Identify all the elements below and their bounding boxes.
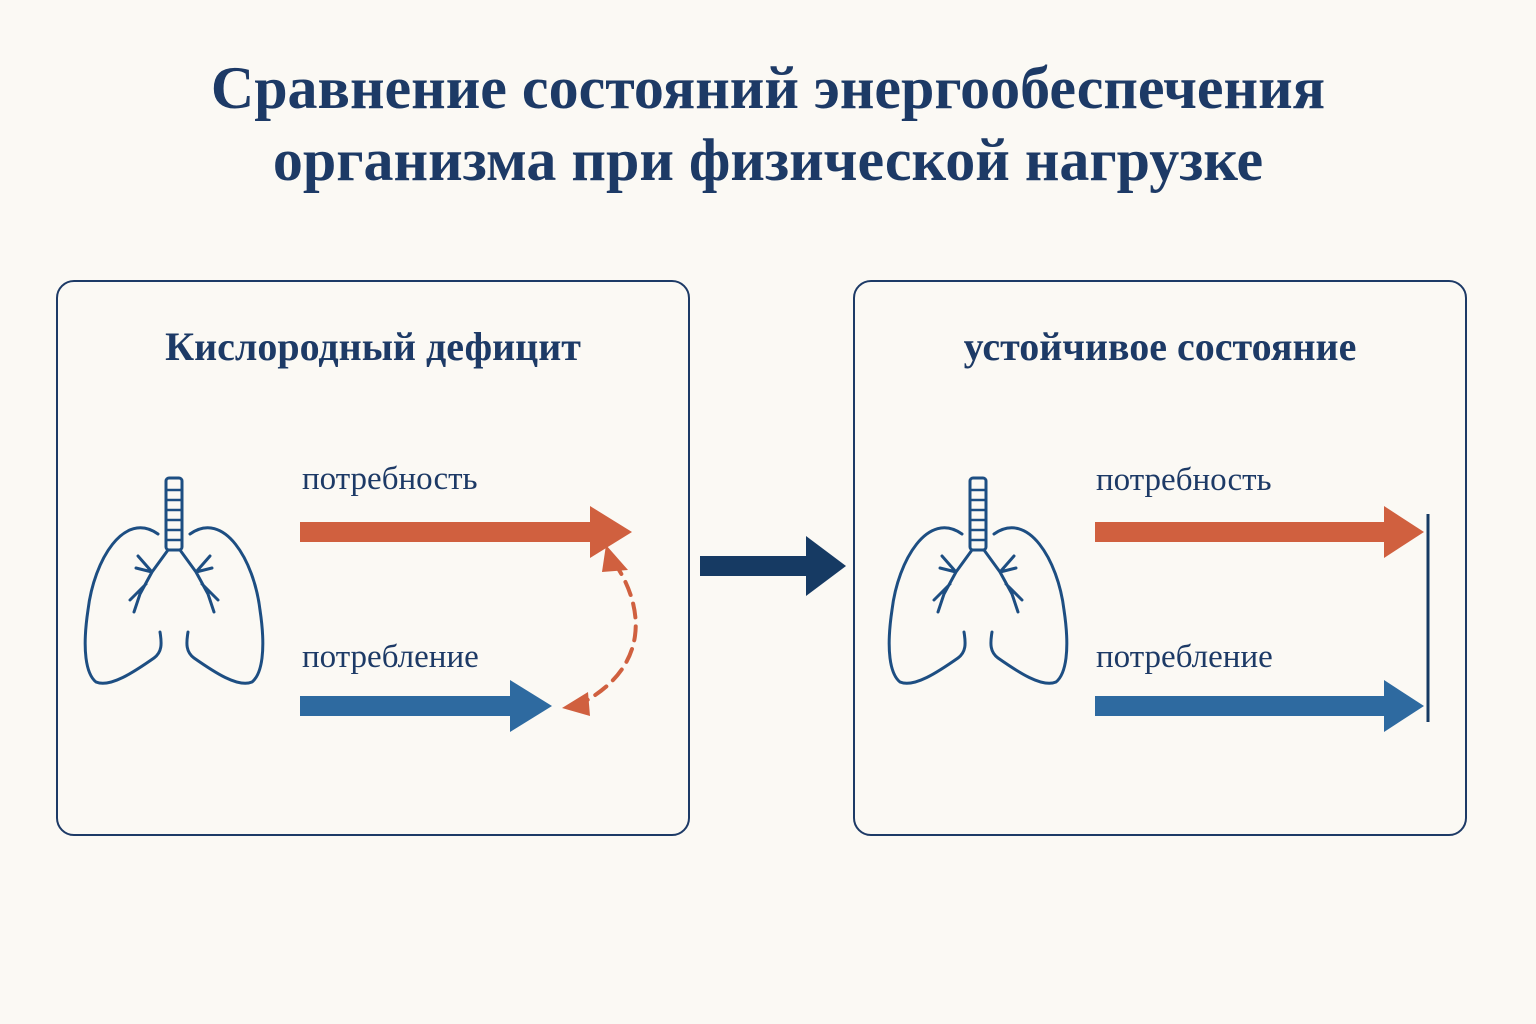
page-title-line-1: Сравнение состояний энергообеспечения [210,55,1326,121]
consumption-arrow-left [300,680,552,732]
demand-label-right: потребность [1096,462,1272,498]
arrow-right-icon [700,536,846,596]
panel-title-steady-state: устойчивое состояние [963,324,1357,369]
consumption-label-left: потребление [302,639,479,675]
panel-oxygen-deficit: Кислородный дефицит потребность потребле… [56,280,690,836]
consumption-label-right: потребление [1096,639,1273,675]
panel-title-oxygen-deficit: Кислородный дефицит [165,324,581,369]
lungs-icon [83,476,265,685]
page-title: Сравнение состояний энергообеспечения ор… [0,52,1536,196]
page-title-line-2: организма при физической нагрузке [272,127,1264,193]
lungs-icon [887,476,1069,685]
demand-label-left: потребность [302,461,478,497]
deficit-dashed-arrow [562,545,638,716]
consumption-arrow-right [1095,680,1424,732]
panel-steady-state: устойчивое состояние потребность потребл… [853,280,1467,836]
demand-arrow-left [300,506,632,558]
demand-arrow-right [1095,506,1424,558]
